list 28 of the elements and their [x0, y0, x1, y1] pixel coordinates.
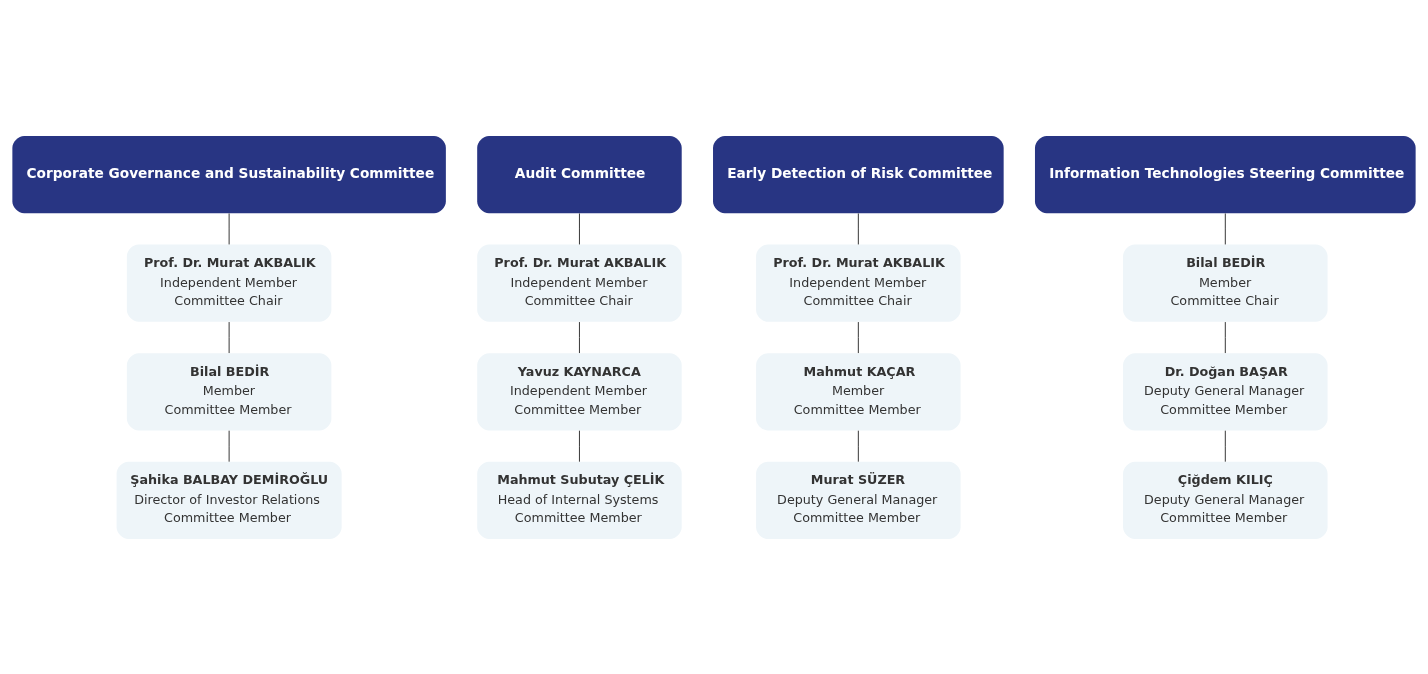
- connector: [1224, 321, 1226, 354]
- connector: [857, 429, 859, 462]
- connector: [1224, 429, 1226, 462]
- connector: [578, 212, 580, 245]
- connector: [857, 212, 859, 245]
- node-box: Yavuz KAYNARCA Independent Member Committee Member: [477, 352, 682, 430]
- node-box: Prof. Dr. Murat AKBALIK Independent Member Committee Chair: [477, 244, 682, 322]
- node-box: Çiğdem KILIÇ Deputy General Manager Committee Member: [1123, 461, 1328, 539]
- node-box: Bilal BEDİR Member Committee Chair: [1123, 244, 1328, 322]
- node-box: Dr. Doğan BAŞAR Deputy General Manager Committee Member: [1123, 352, 1328, 430]
- node-box: Mahmut KAÇAR Member Committee Member: [756, 352, 961, 430]
- node-box: Early Detection of Risk Committee: [713, 135, 1004, 213]
- node-box: Mahmut Subutay ÇELİK Head of Internal Systems Committee Member: [477, 461, 682, 539]
- connector: [1224, 212, 1226, 245]
- node-box: Murat SÜZER Deputy General Manager Committee Member: [756, 461, 961, 539]
- connector: [228, 429, 230, 462]
- node-box: Corporate Governance and Sustainability Committee: [12, 135, 446, 213]
- connector: [578, 429, 580, 462]
- connector: [228, 321, 230, 354]
- node-box: Bilal BEDİR Member Committee Member: [126, 352, 332, 430]
- node-box: Şahika BALBAY DEMİROĞLU Director of Investor Relations Committee Member: [116, 461, 342, 539]
- node-box: Prof. Dr. Murat AKBALIK Independent Member Committee Chair: [126, 244, 332, 322]
- connector: [857, 321, 859, 354]
- node-box: Audit Committee: [477, 135, 682, 213]
- connector: [578, 321, 580, 354]
- connector: [228, 212, 230, 245]
- node-box: Information Technologies Steering Committee: [1034, 135, 1416, 213]
- node-box: Prof. Dr. Murat AKBALIK Independent Member Committee Chair: [756, 244, 961, 322]
